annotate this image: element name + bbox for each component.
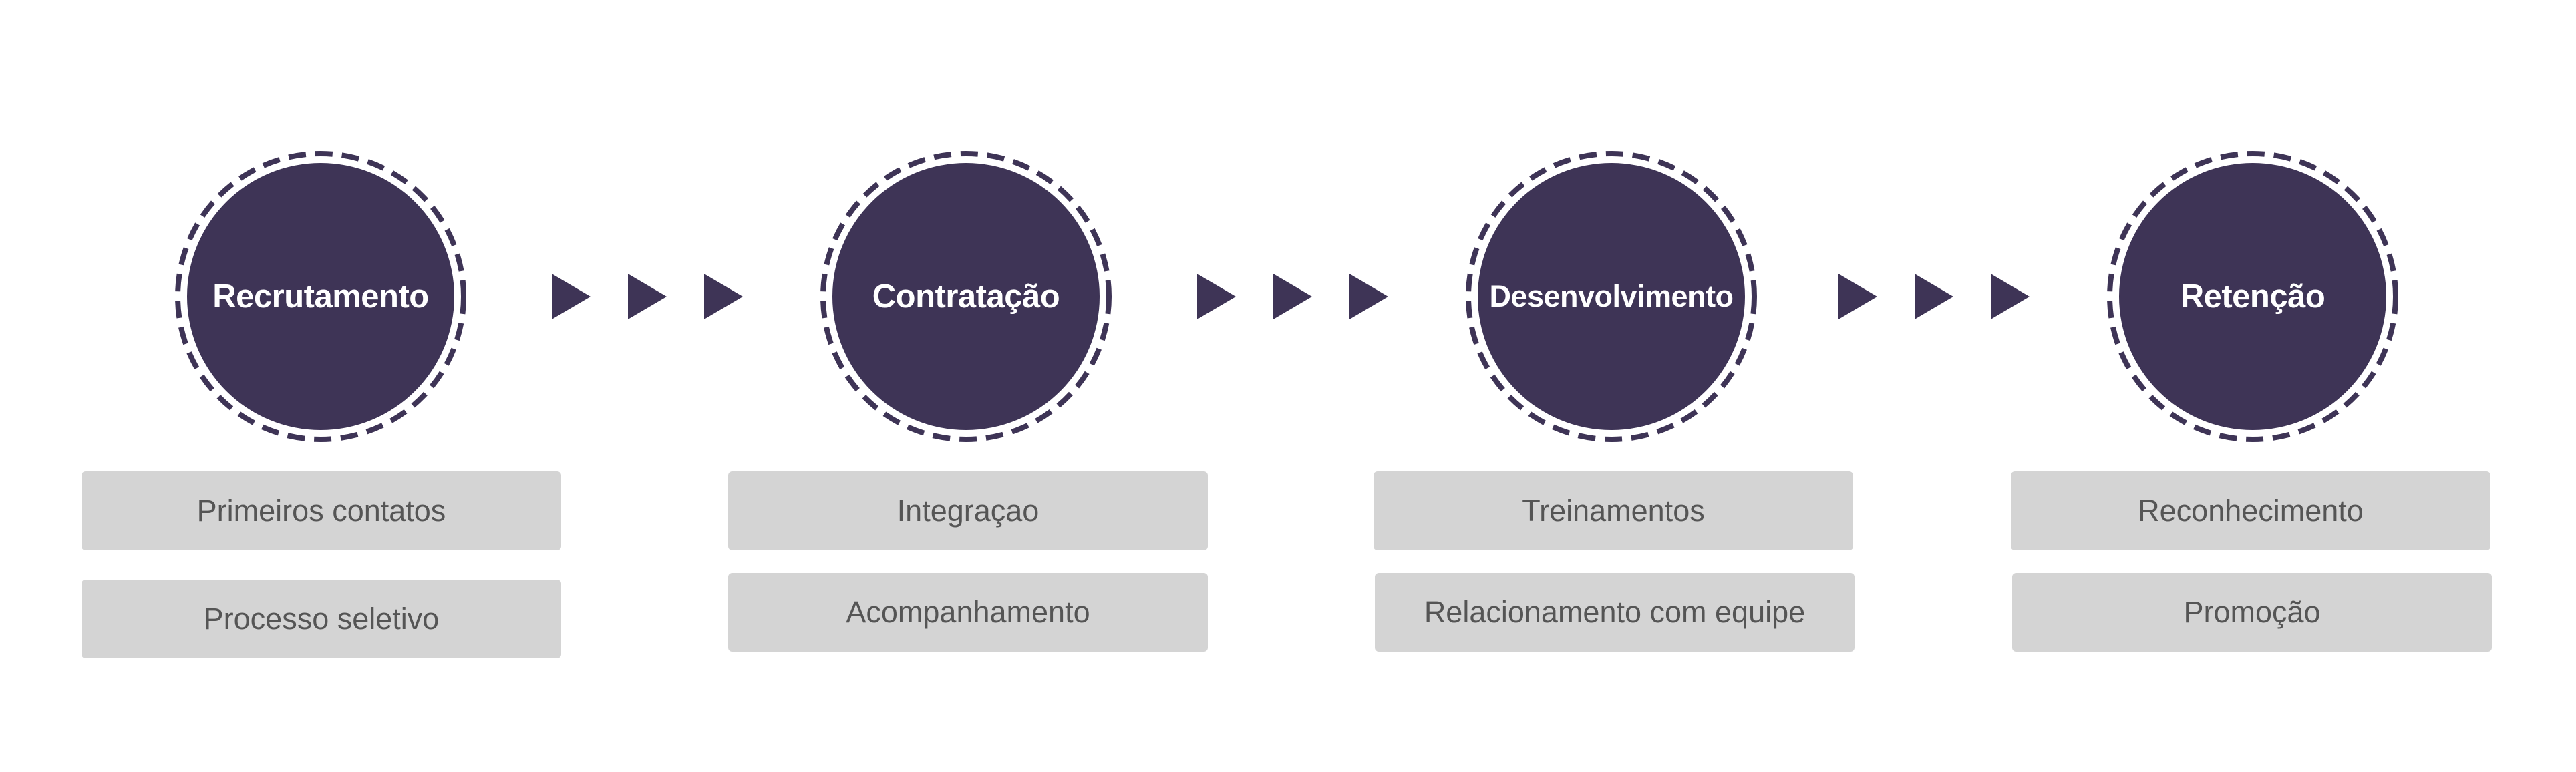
- stage-circle: Contratação: [832, 163, 1100, 430]
- dashed-ring-icon: [1466, 151, 1757, 442]
- play-arrow-icon: [1915, 274, 1953, 319]
- stage-circle: Recrutamento: [187, 163, 454, 430]
- stage-retencao-node: Retenção: [2106, 150, 2400, 443]
- stage-circle: Retenção: [2119, 163, 2386, 430]
- play-arrow-icon: [628, 274, 667, 319]
- stage-item-box: Integraçao: [728, 471, 1208, 550]
- stage-item-label: Treinamentos: [1522, 494, 1705, 528]
- stage-item-box: Acompanhamento: [728, 573, 1208, 652]
- stage-item-label: Promoção: [2183, 595, 2321, 629]
- stage-item-box: Processo seletivo: [82, 580, 561, 658]
- stage-item-label: Integraçao: [897, 494, 1039, 528]
- stage-desenvolvimento-node: Desenvolvimento: [1464, 150, 1758, 443]
- play-arrow-icon: [1349, 274, 1388, 319]
- stage-label: Contratação: [872, 278, 1060, 315]
- stage-recrutamento-node: Recrutamento: [174, 150, 468, 443]
- stage-item-label: Processo seletivo: [203, 602, 440, 636]
- dashed-ring-icon: [820, 151, 1112, 442]
- stage-contratacao-node: Contratação: [819, 150, 1113, 443]
- stage-item-label: Acompanhamento: [846, 595, 1090, 629]
- play-arrow-icon: [1838, 274, 1877, 319]
- play-arrow-icon: [552, 274, 591, 319]
- play-arrow-icon: [704, 274, 743, 319]
- play-arrow-icon: [1273, 274, 1312, 319]
- stage-label: Recrutamento: [212, 278, 429, 315]
- stage-item-label: Primeiros contatos: [196, 494, 446, 528]
- stage-circle: Desenvolvimento: [1478, 163, 1745, 430]
- stage-item-label: Relacionamento com equipe: [1424, 595, 1806, 629]
- stage-item-box: Promoção: [2012, 573, 2492, 652]
- stage-item-box: Treinamentos: [1374, 471, 1853, 550]
- stage-item-label: Reconhecimento: [2138, 494, 2364, 528]
- stage-item-box: Primeiros contatos: [82, 471, 561, 550]
- dashed-ring-icon: [2107, 151, 2398, 442]
- dashed-ring-icon: [175, 151, 466, 442]
- play-arrow-icon: [1991, 274, 2030, 319]
- play-arrow-icon: [1197, 274, 1236, 319]
- stage-item-box: Relacionamento com equipe: [1375, 573, 1855, 652]
- stage-label: Desenvolvimento: [1489, 279, 1734, 313]
- stage-label: Retenção: [2180, 278, 2325, 315]
- stage-item-box: Reconhecimento: [2011, 471, 2490, 550]
